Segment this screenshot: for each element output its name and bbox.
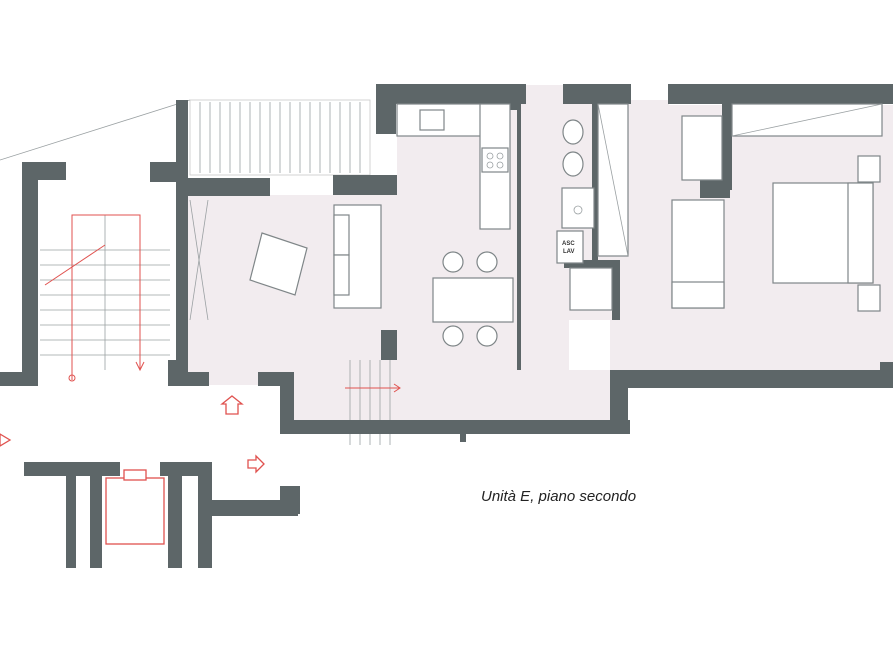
washer-label-1: ASC: [562, 241, 575, 247]
walls: [176, 84, 893, 514]
stair-steps: [40, 215, 170, 370]
entrance-arrows: [0, 395, 265, 474]
living-room: [189, 199, 382, 321]
interior-stair: [345, 360, 401, 445]
washer: [556, 230, 584, 264]
bedrooms: [671, 103, 883, 312]
dining-table: [432, 277, 514, 323]
bidet: [562, 151, 584, 177]
elevator-block: [24, 462, 298, 568]
desk: [681, 115, 723, 181]
chair: [476, 251, 498, 273]
bathroom: ASC LAV: [556, 103, 629, 311]
cabinet: [569, 267, 613, 311]
sink: [419, 109, 445, 131]
entry-arrow-icon: [0, 433, 12, 447]
elevator-cabin: [105, 477, 165, 545]
washer-label-2: LAV: [563, 249, 575, 255]
terrace: [189, 99, 371, 176]
cooktop: [481, 147, 509, 173]
chair: [442, 251, 464, 273]
plan-caption: Unità E, piano secondo: [481, 488, 636, 505]
stair-direction-arrow: [44, 214, 145, 382]
chair: [476, 325, 498, 347]
left-staircase: [0, 99, 191, 386]
coffee-table: [249, 232, 308, 296]
toilet: [562, 119, 584, 145]
entry-arrow-icon: [247, 454, 265, 474]
entry-arrow-icon: [220, 395, 244, 415]
chair: [442, 325, 464, 347]
kitchen: [396, 103, 514, 347]
washbasin: [561, 187, 595, 229]
